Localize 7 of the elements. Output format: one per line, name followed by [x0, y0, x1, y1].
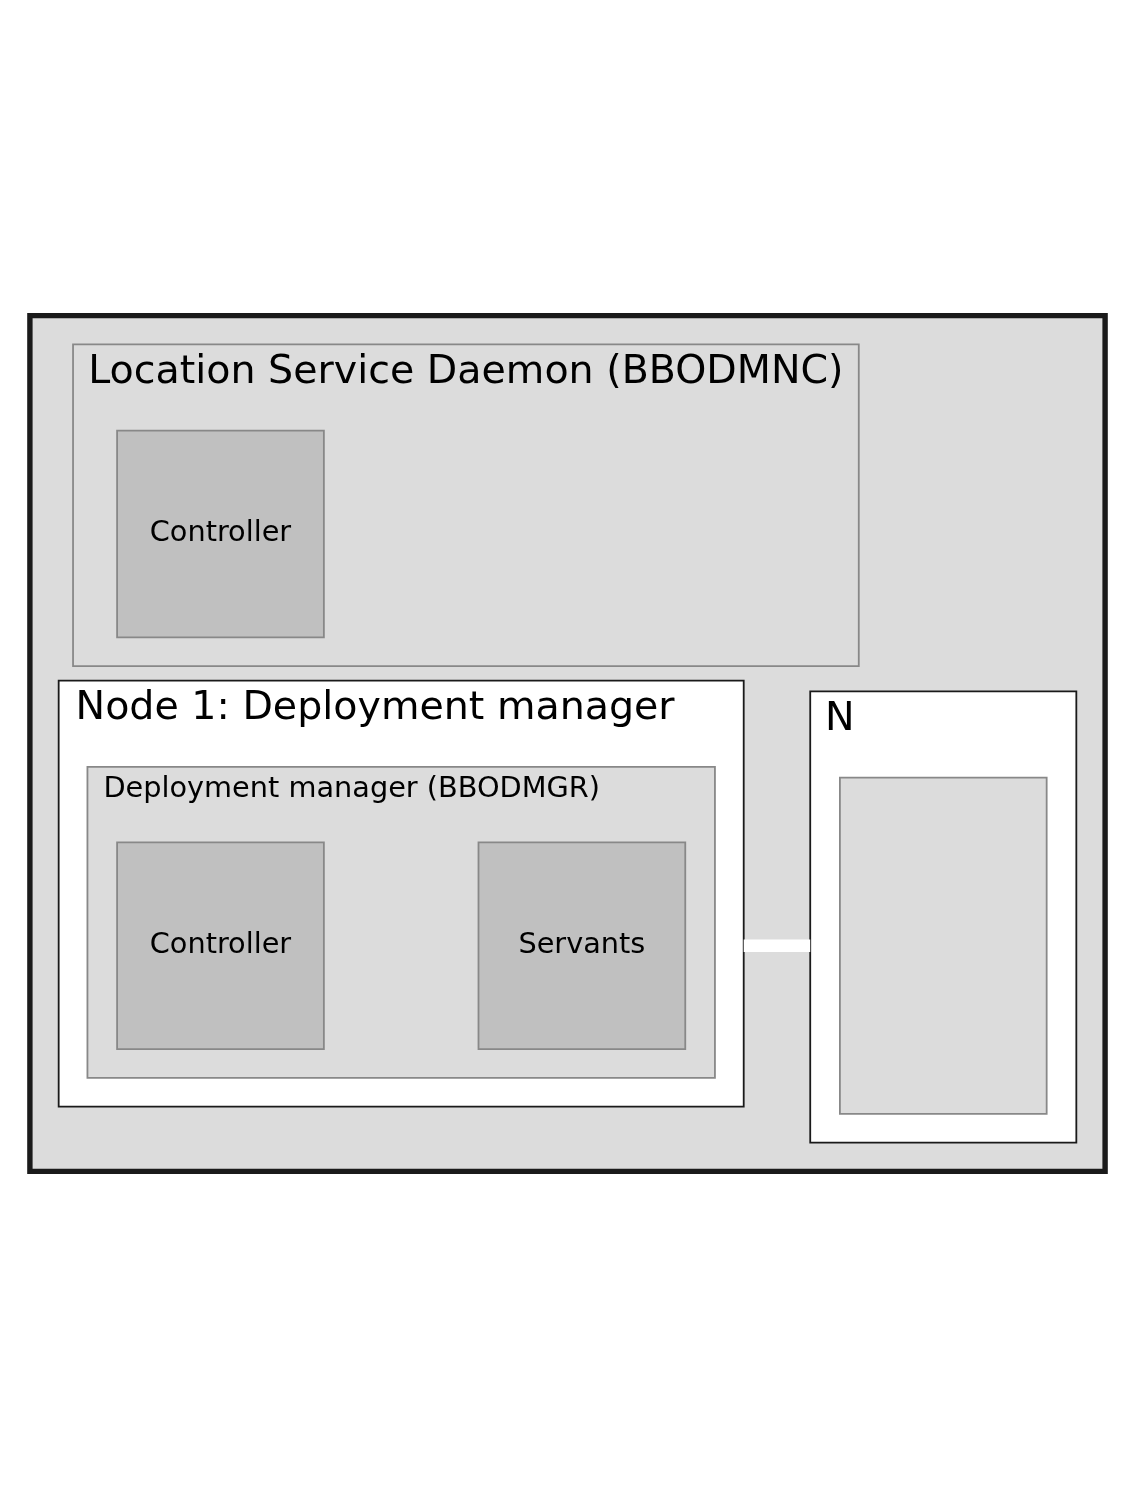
cluster: N	[809, 689, 1078, 1144]
node-box	[839, 776, 1048, 1115]
node-box: Controller	[116, 429, 325, 638]
connector	[743, 939, 811, 952]
node-box: Controller	[116, 841, 325, 1050]
node-box: Servants	[477, 841, 687, 1050]
cluster	[27, 312, 1108, 1174]
